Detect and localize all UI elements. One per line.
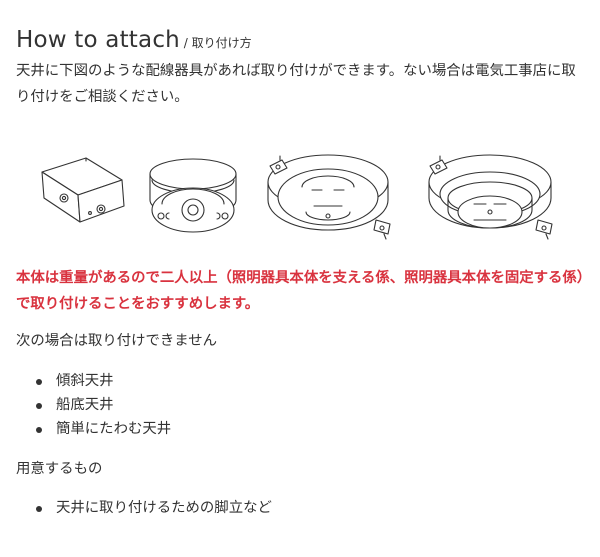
rectangular-junction-box-icon bbox=[41, 157, 125, 223]
cannot-install-lead: 次の場合は取り付けできません bbox=[16, 333, 218, 349]
list-item: 傾斜天井 bbox=[16, 369, 171, 393]
intro-text: 天井に下図のような配線器具があれば取り付けができます。ない場合は電気工事店に取り… bbox=[16, 63, 576, 105]
fixture-illustrations bbox=[41, 154, 553, 240]
prepare-lead: 用意するもの bbox=[16, 461, 103, 477]
list-item: 簡単にたわむ天井 bbox=[16, 417, 171, 441]
flat-hooking-ceiling-socket-icon bbox=[267, 154, 391, 240]
page-title: How to attach / 取り付け方 bbox=[16, 20, 252, 52]
warning-text: 本体は重量があるので二人以上（照明器具本体を支える係、照明器具本体を固定する係）… bbox=[16, 270, 584, 312]
title-main: How to attach bbox=[16, 27, 180, 53]
list-item: 天井に取り付けるための脚立など bbox=[16, 496, 272, 520]
title-sub: / 取り付け方 bbox=[179, 36, 252, 50]
cannot-install-list: 傾斜天井 船底天井 簡単にたわむ天井 bbox=[16, 369, 171, 441]
raised-hooking-ceiling-socket-icon bbox=[428, 154, 553, 240]
list-item: 船底天井 bbox=[16, 393, 171, 417]
prepare-list: 天井に取り付けるための脚立など bbox=[16, 496, 272, 520]
round-ceiling-hook-icon bbox=[149, 158, 237, 233]
